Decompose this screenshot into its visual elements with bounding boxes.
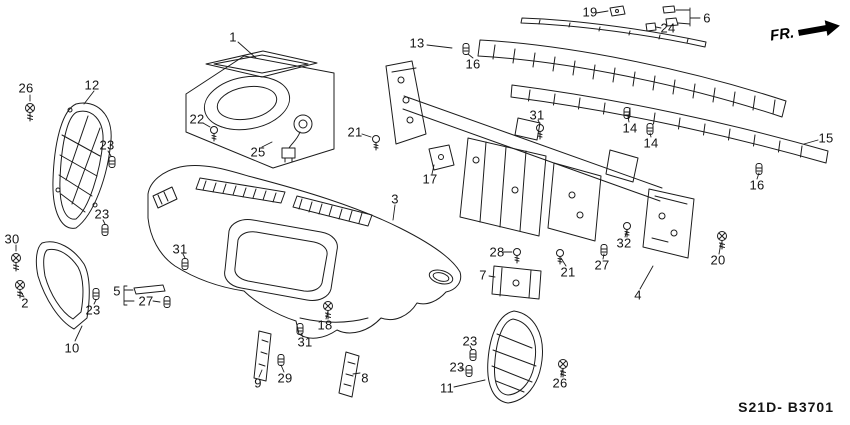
callout-31-26: 31 — [172, 241, 188, 257]
callout-13-9: 13 — [409, 35, 425, 51]
callout-23-4: 23 — [99, 137, 115, 153]
callout-26-42: 26 — [552, 375, 568, 391]
callout-15-17: 15 — [818, 130, 834, 146]
callout-28-31: 28 — [489, 244, 505, 260]
fr-direction-label: FR. — [768, 24, 796, 45]
callout-19-11: 19 — [582, 4, 598, 20]
callout-5-24: 5 — [113, 283, 121, 299]
callout-27-28: 27 — [594, 257, 610, 273]
clip-icon — [462, 43, 470, 55]
callout-31-14: 31 — [529, 107, 545, 123]
callout-12-2: 12 — [84, 77, 100, 93]
callout-29-36: 29 — [277, 370, 293, 386]
lower-cover-group — [35, 241, 90, 330]
bolt-icon — [513, 248, 521, 264]
callout-24-12: 24 — [660, 20, 676, 36]
callout-30-20: 30 — [4, 231, 20, 247]
callout-31-35: 31 — [297, 334, 313, 350]
side-panel-group — [52, 102, 112, 229]
callout-11-39: 11 — [439, 380, 455, 396]
garnish-strip-b-group — [338, 351, 360, 398]
callout-1-0: 1 — [229, 29, 237, 45]
callout-4-30: 4 — [634, 287, 642, 303]
leader-lines — [15, 7, 819, 388]
callout-10-23: 10 — [64, 340, 80, 356]
callout-2-21: 2 — [21, 295, 29, 311]
side-lid-group — [487, 310, 543, 404]
callout-27-25: 27 — [138, 293, 154, 309]
callout-6-13: 6 — [703, 10, 711, 26]
callout-22-3: 22 — [189, 111, 205, 127]
clip-icon — [277, 354, 285, 366]
callout-9-37: 9 — [254, 375, 262, 391]
small-clip-parts-group — [133, 5, 679, 295]
callout-23-40: 23 — [462, 333, 478, 349]
callout-23-22: 23 — [85, 302, 101, 318]
callout-32-27: 32 — [616, 235, 632, 251]
side-molding-group — [510, 84, 829, 164]
callout-26-1: 26 — [18, 80, 34, 96]
callout-23-19: 23 — [94, 206, 110, 222]
clip-icon — [101, 224, 109, 236]
callout-23-41: 23 — [449, 359, 465, 375]
clip-icon — [181, 258, 189, 270]
screw-icon — [323, 301, 333, 320]
callout-21-32: 21 — [560, 264, 576, 280]
screw-icon — [25, 103, 35, 122]
steering-hanger-beam-group — [385, 60, 695, 259]
screw-icon — [717, 231, 727, 250]
callout-25-5: 25 — [250, 144, 266, 160]
instrument-panel-group — [147, 164, 462, 339]
airbag-module-group — [185, 50, 335, 169]
callout-16-10: 16 — [465, 56, 481, 72]
diagram-code: S21D- B3701 — [738, 399, 834, 415]
center-bracket-group — [491, 265, 542, 300]
bolt-icon — [556, 249, 564, 265]
clip-icon — [163, 296, 171, 308]
callout-21-6: 21 — [347, 124, 363, 140]
screw-icon — [558, 359, 568, 378]
clip-icon — [92, 288, 100, 300]
callout-7-33: 7 — [479, 267, 487, 283]
garnish-strip-a-group — [253, 330, 272, 382]
callout-20-29: 20 — [710, 252, 726, 268]
callout-8-38: 8 — [361, 370, 369, 386]
callout-14-15: 14 — [622, 120, 638, 136]
callout-17-7: 17 — [422, 171, 438, 187]
callout-14-16: 14 — [643, 135, 659, 151]
bolt-icon — [210, 126, 218, 142]
clip-icon — [465, 365, 473, 377]
fr-direction-arrow-icon — [798, 20, 840, 36]
callout-3-8: 3 — [391, 191, 399, 207]
fastener-icons — [11, 43, 763, 378]
clip-icon — [469, 349, 477, 361]
upper-molding-group — [520, 17, 707, 48]
bolt-icon — [372, 135, 380, 151]
defroster-grille-group — [477, 39, 787, 118]
callout-16-18: 16 — [749, 177, 765, 193]
clip-icon — [108, 156, 116, 168]
screw-icon — [11, 253, 21, 272]
callout-18-34: 18 — [317, 317, 333, 333]
